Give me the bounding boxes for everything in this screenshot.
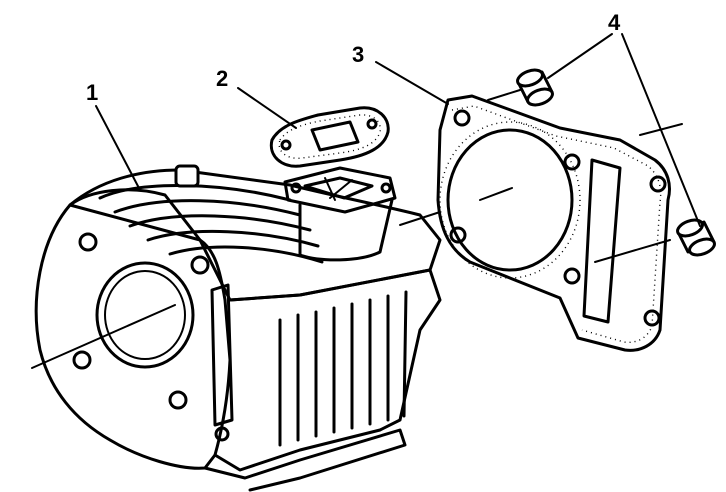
top-fin [128, 214, 312, 232]
dowel-pin-upper [487, 68, 554, 107]
cylinder-bore-inner [104, 270, 186, 360]
side-hole [214, 426, 230, 442]
callout-4: 4 [608, 10, 621, 35]
gasket-hole [643, 309, 661, 327]
leader-line-1 [95, 105, 141, 191]
leader-line-4b [621, 33, 701, 227]
leader-line-4a [547, 33, 613, 79]
callout-2: 2 [216, 66, 228, 91]
axis-line [594, 239, 671, 263]
leader-line-3 [375, 61, 449, 105]
top-fin [98, 183, 292, 202]
cylinder-block [31, 164, 442, 492]
gasket-hole [649, 175, 667, 193]
top-stud [174, 164, 200, 188]
flange-hole [78, 232, 98, 252]
cylinder-top-body [68, 168, 442, 302]
cylinder-base [203, 428, 407, 492]
gasket-hole [563, 267, 581, 285]
intake-port [283, 166, 397, 262]
top-fin [146, 229, 320, 248]
cylinder-bore [95, 261, 195, 369]
callout-3: 3 [352, 42, 364, 67]
dowel-pin-lower [676, 218, 716, 257]
flange-hole [190, 255, 210, 275]
top-fin [113, 199, 302, 217]
base-gasket [399, 94, 683, 352]
cylinder-side-slot [210, 283, 234, 427]
side-fins [278, 290, 408, 447]
cylinder-axis-line [31, 304, 176, 369]
axis-line [479, 187, 513, 201]
axis-line [399, 211, 441, 226]
gasket-slot [582, 158, 622, 324]
callout-1: 1 [86, 80, 98, 105]
gasket-hole [449, 226, 467, 244]
flange-hole [168, 390, 188, 410]
leader-line-2 [237, 87, 297, 129]
intake-gasket [269, 106, 390, 168]
gasket-bore [446, 128, 574, 272]
cylinder-side-body [213, 268, 442, 472]
gasket-hole [453, 109, 471, 127]
gasket-hole [563, 153, 581, 171]
flange-hole [72, 350, 92, 370]
